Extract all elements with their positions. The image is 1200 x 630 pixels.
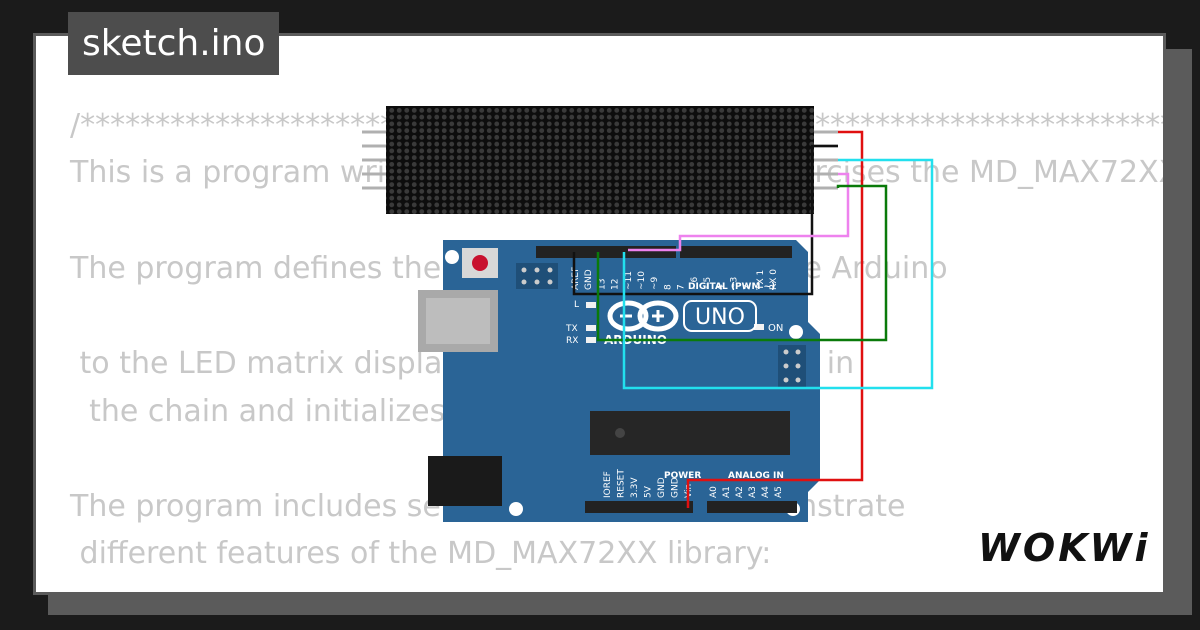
l-label: L — [574, 300, 579, 310]
pin-label: A3 — [748, 486, 758, 498]
power-jack — [428, 456, 502, 506]
pin-label: A2 — [735, 486, 745, 498]
pin-label: RX 0 — [769, 269, 779, 290]
wire-cs[interactable] — [596, 184, 888, 342]
pin-label: 2 — [743, 284, 753, 290]
pin-label: 4 — [716, 284, 726, 290]
wokwi-logo: WOKWi — [978, 526, 1151, 570]
pin-label: 8 — [663, 284, 673, 290]
header-pins-analog — [707, 501, 797, 513]
wire-clk[interactable] — [622, 158, 934, 390]
led-matrix[interactable] — [362, 106, 838, 214]
arduino-uno-board[interactable]: UNO ARDUINO ON L TX RX DIGITAL (PWM ~) P… — [418, 240, 820, 522]
pin-label: A1 — [722, 486, 732, 498]
pin-label: GND — [671, 477, 681, 498]
tx-label: TX — [565, 324, 578, 334]
analog-label: ANALOG IN — [728, 471, 784, 481]
pin-label: RESET — [617, 469, 627, 498]
pin-label: ~10 — [637, 271, 647, 290]
pin-label: TX 1 — [756, 270, 766, 291]
pin-label: AREF — [571, 267, 581, 290]
pin-label: A4 — [761, 486, 771, 498]
wire-vcc[interactable] — [686, 130, 864, 508]
on-label: ON — [768, 323, 783, 334]
header-pins-power — [585, 501, 693, 513]
pin-label: GND — [657, 477, 667, 498]
pin-label: ~5 — [703, 277, 713, 290]
pin-label: ~9 — [650, 276, 660, 290]
arduino-logo-icon — [607, 300, 679, 332]
pin-label: GND — [584, 269, 594, 290]
pin-label: ~3 — [729, 277, 739, 290]
header-pins-top-left — [536, 246, 676, 258]
wire-din[interactable] — [628, 172, 850, 252]
code-line: different features of the MD_MAX72XX lib… — [70, 536, 772, 571]
pin-label: 12 — [611, 279, 621, 290]
pin-label: ~6 — [690, 276, 700, 290]
pin-label: A0 — [709, 486, 719, 498]
power-label: POWER — [664, 471, 701, 481]
wire-gnd[interactable] — [572, 144, 838, 296]
pin-label: A5 — [774, 486, 784, 498]
pin-label: 5V — [644, 485, 654, 498]
rx-label: RX — [566, 336, 578, 346]
digital-label: DIGITAL (PWM ~) — [688, 282, 775, 292]
pin-label: 7 — [677, 284, 687, 290]
pin-label: ~11 — [624, 271, 634, 290]
file-tab[interactable]: sketch.ino — [68, 12, 280, 75]
header-pins-top-right — [680, 246, 792, 258]
pin-label: 13 — [597, 279, 607, 290]
pin-label: IOREF — [603, 471, 613, 498]
pin-label: 3.3V — [630, 477, 640, 498]
board-model: UNO — [695, 305, 745, 330]
